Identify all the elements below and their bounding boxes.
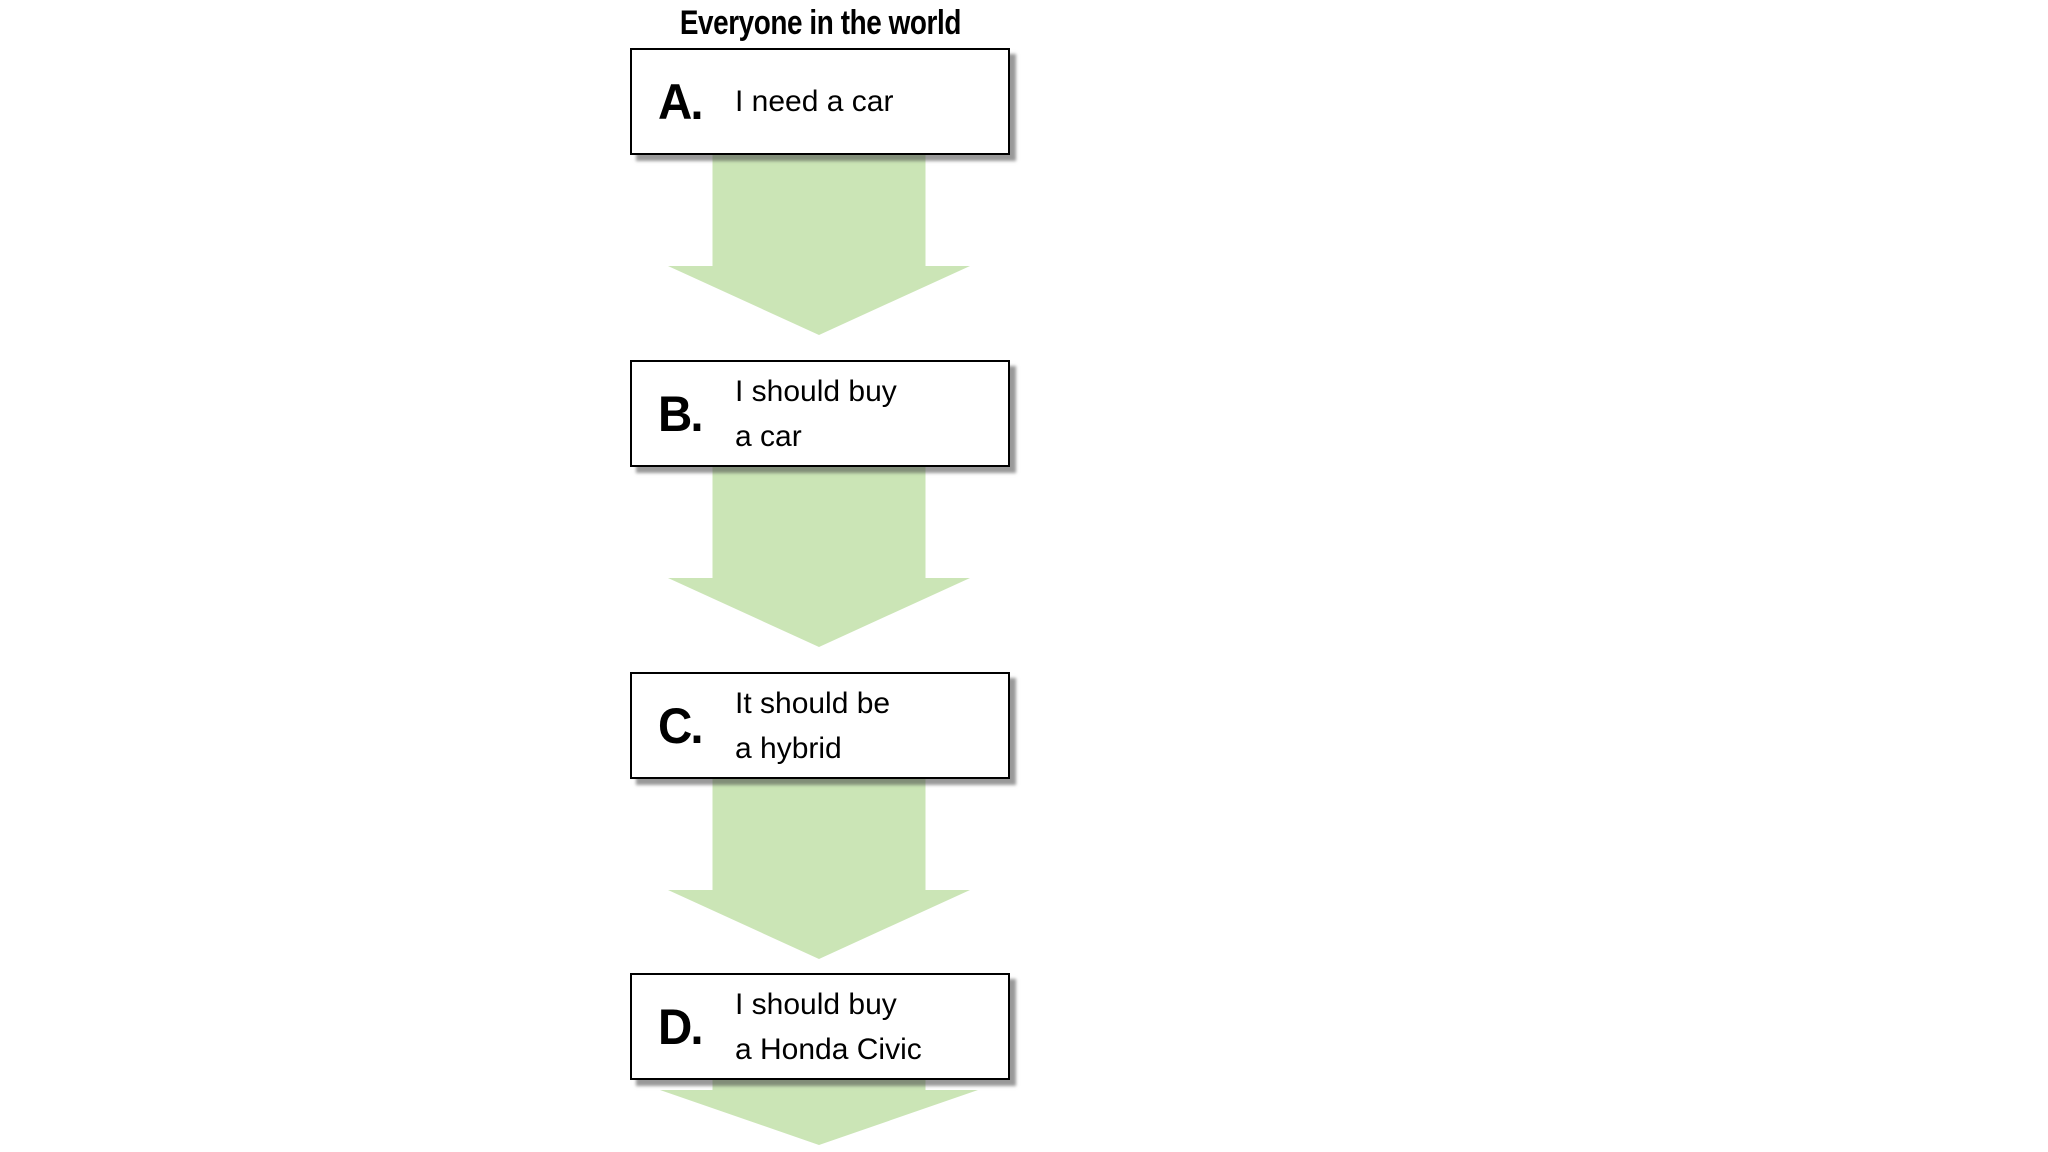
- step-box-a: A. I need a car: [630, 48, 1010, 155]
- step-box-c: C. It should be a hybrid: [630, 672, 1010, 779]
- step-text-a: I need a car: [735, 79, 893, 124]
- diagram-title-text: Everyone in the world: [679, 4, 961, 42]
- diagram-title: Everyone in the world: [630, 0, 1010, 46]
- step-text-c: It should be a hybrid: [735, 681, 890, 771]
- step-box-b: B. I should buy a car: [630, 360, 1010, 467]
- down-arrow-2: [668, 467, 970, 647]
- step-text-b-line2: a car: [735, 419, 802, 453]
- step-text-d-line1: I should buy: [735, 987, 897, 1021]
- step-box-d: D. I should buy a Honda Civic: [630, 973, 1010, 1080]
- step-text-a-line1: I need a car: [735, 85, 894, 118]
- down-arrow-1: [668, 155, 970, 335]
- step-text-b: I should buy a car: [735, 369, 897, 459]
- step-text-c-line1: It should be: [735, 686, 891, 720]
- down-arrow-4-cutoff: [660, 1080, 978, 1145]
- step-text-b-line1: I should buy: [735, 374, 897, 408]
- down-arrow-3: [668, 779, 970, 959]
- step-text-d-line2: a Honda Civic: [735, 1032, 922, 1066]
- step-label-d: D.: [658, 998, 704, 1055]
- step-text-c-line2: a hybrid: [735, 731, 842, 765]
- step-text-d: I should buy a Honda Civic: [735, 982, 922, 1072]
- step-label-c: C.: [658, 697, 704, 754]
- step-label-b: B.: [658, 385, 704, 442]
- step-label-a: A.: [658, 73, 704, 130]
